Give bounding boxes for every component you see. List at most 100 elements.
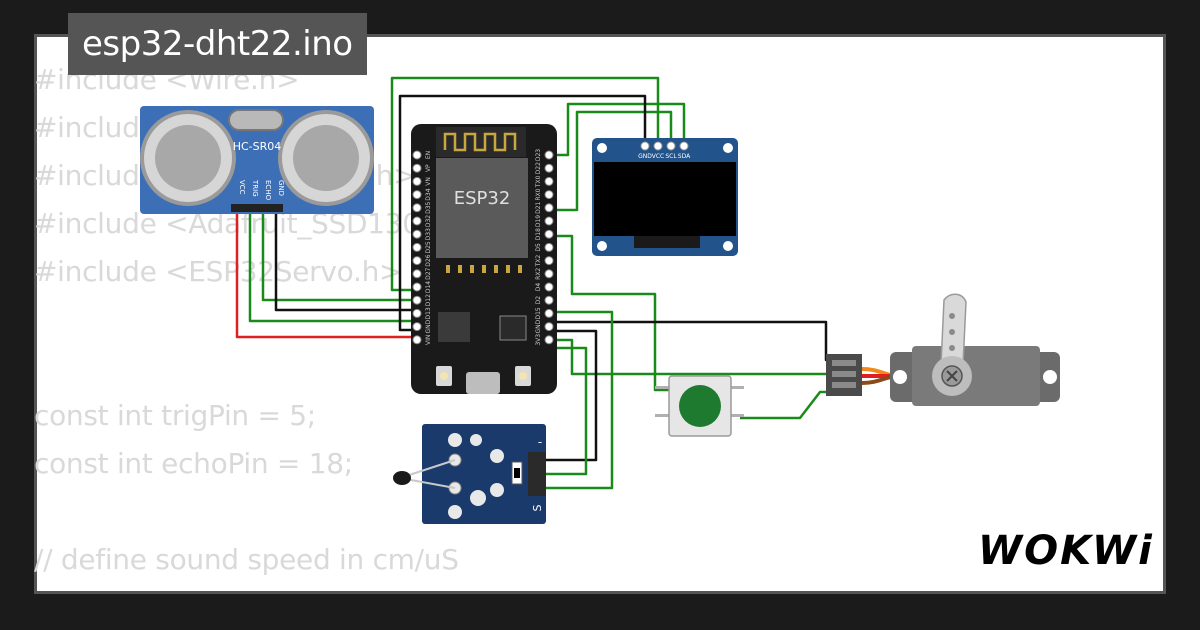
ntc-sensor[interactable]: - S xyxy=(393,424,546,524)
button-cap[interactable] xyxy=(679,385,721,427)
esp32-pin-label: D19 xyxy=(535,215,542,227)
esp32-pin[interactable] xyxy=(544,176,554,186)
oled-pin-vcc: VCC xyxy=(652,153,664,160)
esp32-pin[interactable] xyxy=(544,150,554,160)
esp32-pin[interactable] xyxy=(412,256,422,266)
ultrasonic-header xyxy=(231,204,283,212)
wire-oled-scl xyxy=(549,110,673,212)
esp32-pin-label: D18 xyxy=(535,228,542,240)
esp32-pin[interactable] xyxy=(544,216,554,226)
esp32-pin[interactable] xyxy=(412,163,422,173)
esp32-pin[interactable] xyxy=(412,282,422,292)
pushbutton[interactable] xyxy=(655,375,744,437)
oled-screen xyxy=(594,162,736,236)
wire-button-2 xyxy=(740,390,830,420)
esp32-pin[interactable] xyxy=(412,176,422,186)
code-line: #include <ESP32Servo.h> xyxy=(34,255,403,288)
esp32-pin-label: D26 xyxy=(425,254,432,266)
crystal xyxy=(228,109,284,131)
esp32-pin-label: D2 xyxy=(535,296,542,305)
esp32-pin[interactable] xyxy=(544,269,554,279)
esp32-pin[interactable] xyxy=(412,308,422,318)
button-leg xyxy=(730,386,744,389)
wire-oled-sda xyxy=(549,102,686,157)
esp32-pin-label: D33 xyxy=(425,228,432,240)
wokwi-logo: WOKWi xyxy=(978,528,1154,574)
esp32-pin[interactable] xyxy=(544,322,554,332)
servo-pin xyxy=(832,382,856,388)
esp32-pin[interactable] xyxy=(412,295,422,305)
button-leg xyxy=(655,414,669,417)
esp32-pin[interactable] xyxy=(544,242,554,252)
wire-oled-gnd xyxy=(398,94,647,332)
code-line: const int echoPin = 18; xyxy=(34,447,353,480)
esp32-pin-label: RX2 xyxy=(535,268,542,280)
mesh-right xyxy=(293,125,359,191)
wire-trig xyxy=(248,212,415,323)
esp32-pin[interactable] xyxy=(544,335,554,345)
ultrasonic-label: HC-SR04 xyxy=(233,140,282,153)
esp32-pin[interactable] xyxy=(412,322,422,332)
esp32-pin[interactable] xyxy=(412,150,422,160)
wire-ntc-gnd xyxy=(546,329,598,462)
esp32-pin[interactable] xyxy=(544,308,554,318)
esp32-pin[interactable] xyxy=(544,203,554,213)
wire-button xyxy=(549,234,670,392)
esp32-pin[interactable] xyxy=(412,335,422,345)
module-pads xyxy=(446,265,522,273)
oled-hole xyxy=(597,143,607,153)
esp32-pin-label: D15 xyxy=(535,307,542,319)
esp32-pin-label: D23 xyxy=(535,149,542,161)
usb-chip xyxy=(499,315,527,341)
oled-hole xyxy=(723,241,733,251)
servo-screw-cross xyxy=(946,370,958,382)
esp32-right-pins: D23D22TX0RX0D21D19D18D5TX2RX2D4D2D15GND3… xyxy=(535,149,554,346)
esp32-pin[interactable] xyxy=(412,216,422,226)
esp32-pin[interactable] xyxy=(544,190,554,200)
servo-pin xyxy=(832,360,856,366)
esp32-pin[interactable] xyxy=(544,282,554,292)
wire-us-gnd xyxy=(274,212,415,312)
oled-display[interactable]: GND VCC SCL SDA xyxy=(592,138,738,256)
usb-port[interactable] xyxy=(466,372,500,394)
esp32-label: ESP32 xyxy=(454,188,511,209)
servo-pin xyxy=(832,371,856,377)
esp32-pin[interactable] xyxy=(544,256,554,266)
wires xyxy=(235,76,830,490)
wire-ntc-sig xyxy=(546,346,588,476)
esp32-pin-label: 3V3 xyxy=(535,334,542,346)
esp32-pin-label: D34 xyxy=(425,188,432,200)
wire-vcc xyxy=(235,212,415,339)
esp32-pin[interactable] xyxy=(412,229,422,239)
esp32-pin-label: GND xyxy=(535,319,542,333)
oled-pin-labels: GND VCC SCL SDA xyxy=(638,153,691,160)
oled-ribbon xyxy=(634,236,700,248)
us-pin-gnd: GND xyxy=(277,180,285,196)
esp32-pin-label: D35 xyxy=(425,201,432,213)
wire-ntc-vcc xyxy=(546,310,614,490)
esp32-pin[interactable] xyxy=(544,295,554,305)
esp32-board[interactable]: ESP32 ENVPVND34D35D32D33D25D26D27D14D12D… xyxy=(411,124,557,394)
esp32-pin[interactable] xyxy=(412,269,422,279)
esp32-pin-label: GND xyxy=(425,319,432,333)
ntc-board xyxy=(422,424,546,524)
ultrasonic-sensor[interactable]: HC-SR04 VCC TRIG ECHO GND xyxy=(140,106,374,214)
ntc-hole xyxy=(470,490,486,506)
servo-body xyxy=(912,346,1040,406)
ntc-minus-label: - xyxy=(538,435,542,449)
button-leg xyxy=(655,386,669,389)
esp32-pin-label: D32 xyxy=(425,215,432,227)
esp32-pin-label: D5 xyxy=(535,243,542,252)
esp32-pin[interactable] xyxy=(544,229,554,239)
horn-hole xyxy=(949,313,955,319)
esp32-pin[interactable] xyxy=(412,190,422,200)
esp32-pin[interactable] xyxy=(544,163,554,173)
esp32-pin-label: D14 xyxy=(425,281,432,293)
project-title: esp32-dht22.ino xyxy=(68,13,367,75)
servo-motor[interactable] xyxy=(826,293,1060,406)
esp32-pin[interactable] xyxy=(412,242,422,252)
esp32-pin[interactable] xyxy=(412,203,422,213)
esp32-pin-label: D13 xyxy=(425,307,432,319)
esp32-pin-label: D4 xyxy=(535,283,542,292)
ntc-hole xyxy=(448,505,462,519)
